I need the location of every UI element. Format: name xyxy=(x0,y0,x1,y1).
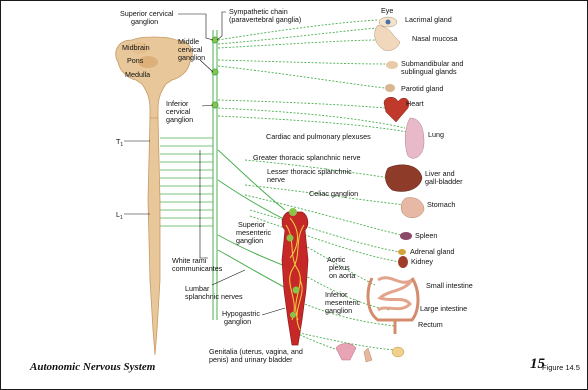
submandibular-gland xyxy=(386,61,398,69)
parotid-gland xyxy=(385,84,395,92)
sympathetic-chain-pointer xyxy=(217,12,226,40)
projection-lacrimal xyxy=(218,28,378,44)
label-celiac-ganglion: Celiac ganglion xyxy=(309,189,358,198)
label-inferior-cervical-3: ganglion xyxy=(166,115,193,124)
label-middle-cervical-3: ganglion xyxy=(178,53,205,62)
label-superior-cervical-2: ganglion xyxy=(131,17,158,26)
label-adrenal-gland: Adrenal gland xyxy=(410,247,454,256)
brain-and-spinal-cord xyxy=(116,37,193,355)
projection-adrenal xyxy=(250,210,400,252)
hypogastric-pointer xyxy=(262,308,285,315)
penis-organ xyxy=(364,348,372,362)
label-liver-2: gall-bladder xyxy=(425,177,463,186)
label-l1-subscript: 1 xyxy=(120,215,123,221)
aorta-plexus xyxy=(282,208,308,345)
label-nasal-mucosa: Nasal mucosa xyxy=(412,34,458,43)
face-profile xyxy=(375,25,400,51)
projection-cardiac xyxy=(218,116,408,132)
label-sympathetic-chain-2: (paravertebral ganglia) xyxy=(229,15,301,24)
adrenal-gland-organ xyxy=(398,249,406,255)
label-inferior-mesenteric-3: ganglion xyxy=(325,306,352,315)
superior-mesenteric-ganglion-node xyxy=(287,235,294,242)
projection-parotid xyxy=(218,66,385,88)
label-l1: L1 xyxy=(116,210,123,221)
eye-iris xyxy=(386,20,391,25)
label-large-intestine: Large intestine xyxy=(420,304,467,313)
projection-submandibular xyxy=(218,60,385,64)
hypogastric-ganglion-node xyxy=(290,312,296,318)
liver-organ xyxy=(385,165,422,192)
label-lesser-splanchnic-2: nerve xyxy=(267,175,285,184)
lung-organ xyxy=(405,118,424,158)
label-aortic-plexus-3: on aorta xyxy=(329,271,355,280)
spinal-cord xyxy=(148,118,160,355)
label-spleen: Spleen xyxy=(415,231,437,240)
urinary-bladder-organ xyxy=(392,347,404,357)
label-white-rami-2: communicantes xyxy=(172,264,223,273)
label-superior-mesenteric-3: ganglion xyxy=(236,236,263,245)
intestine-loop xyxy=(378,278,412,310)
inferior-mesenteric-ganglion-node xyxy=(293,287,300,294)
projection-lung xyxy=(218,108,405,128)
aorta xyxy=(282,212,308,345)
stomach-organ xyxy=(401,198,424,218)
label-medulla: Medulla xyxy=(125,70,150,79)
label-submandibular-2: sublingual glands xyxy=(401,67,457,76)
small-intestine-organ xyxy=(378,278,412,310)
celiac-ganglion-node xyxy=(289,208,297,216)
kidney-organ xyxy=(398,256,408,268)
label-kidney: Kidney xyxy=(411,257,433,266)
slide-title: Autonomic Nervous System xyxy=(30,361,155,373)
label-midbrain: Midbrain xyxy=(122,43,150,52)
label-t1-subscript: 1 xyxy=(120,142,123,148)
label-rectum: Rectum xyxy=(418,320,443,329)
uterus-organ xyxy=(336,344,356,361)
label-parotid: Parotid gland xyxy=(401,84,443,93)
label-eye: Eye xyxy=(381,6,393,15)
white-rami-pointer xyxy=(200,150,208,258)
label-stomach: Stomach xyxy=(427,200,455,209)
sympathetic-chain xyxy=(212,30,218,320)
label-hypogastric-2: ganglion xyxy=(224,317,251,326)
postganglionic-projections xyxy=(218,20,408,355)
label-lacrimal-gland: Lacrimal gland xyxy=(405,15,452,24)
spleen-organ xyxy=(400,232,412,240)
label-lung: Lung xyxy=(428,130,444,139)
label-greater-splanchnic: Greater thoracic splanchnic nerve xyxy=(253,153,360,162)
lumbar-splanchnic-path-2 xyxy=(218,250,290,290)
projection-kidney xyxy=(250,216,400,262)
label-pons: Pons xyxy=(127,56,144,65)
figure-reference: Figure 14.5 xyxy=(542,363,580,372)
label-lumbar-2: splanchnic nerves xyxy=(185,292,243,301)
spinal-rami xyxy=(160,138,213,226)
inferior-cervical-pointer xyxy=(202,105,213,106)
label-small-intestine: Small intestine xyxy=(426,281,473,290)
label-t1: T1 xyxy=(116,137,123,148)
projection-nasal xyxy=(218,40,378,48)
label-genitalia-2: penis) and urinary bladder xyxy=(209,355,293,364)
label-cardiac-plexuses: Cardiac and pulmonary plexuses xyxy=(266,132,371,141)
label-heart: Heart xyxy=(406,99,424,108)
projection-heart xyxy=(218,100,385,108)
